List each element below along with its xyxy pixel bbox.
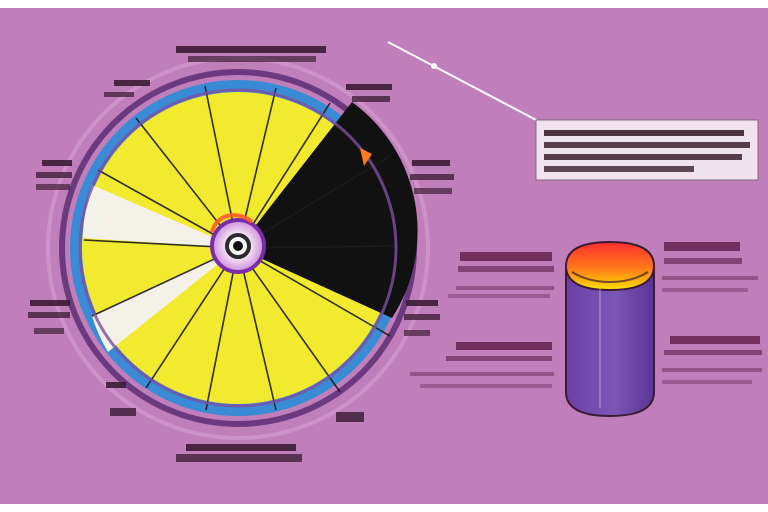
wheel-annotation-glyphs [28, 46, 454, 462]
cylinder [564, 240, 656, 418]
rim-marker [360, 148, 372, 166]
wheel-white-sector-top [82, 185, 238, 248]
hub-pupil [233, 241, 243, 251]
wheel-black-sector [238, 102, 418, 318]
right-glyph-rows [410, 242, 762, 388]
wheel-inner-rim [78, 88, 398, 408]
hub-accent-top [210, 213, 254, 233]
wheel-white-sector-bottom [92, 248, 238, 352]
callout-text-glyphs [544, 130, 750, 172]
pointer-dot [431, 63, 437, 69]
pointer-line [387, 41, 541, 123]
